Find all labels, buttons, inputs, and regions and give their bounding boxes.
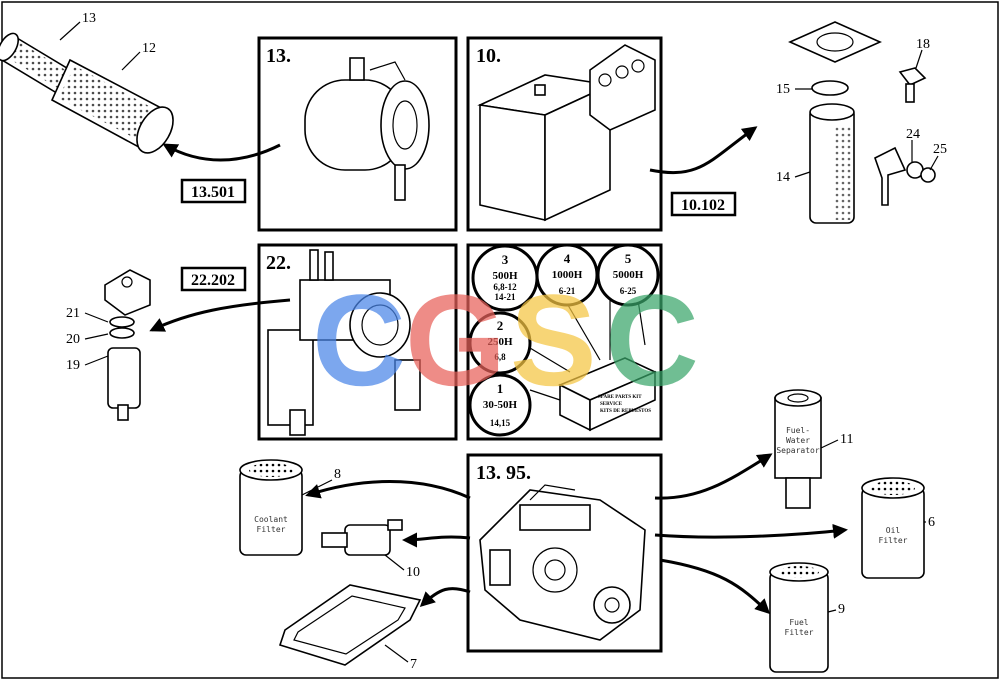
hydraulic-filter-parts-icon: [788, 21, 936, 224]
svg-text:14-21: 14-21: [495, 292, 516, 302]
box-service-kits[interactable]: SPARE PARTS KIT SERVICE KITS DE REPUESTO…: [466, 243, 663, 441]
gasket-icon: [278, 584, 422, 666]
svg-text:20: 20: [66, 332, 80, 347]
fuel-pump-icon: [267, 249, 421, 436]
interval-1: 1 30-50H 14,15: [468, 373, 532, 437]
fuel-filter-parts-icon: [104, 269, 151, 421]
fuel-filter-icon: Fuel Filter: [769, 562, 829, 673]
ref-10-102[interactable]: 10.102: [670, 191, 737, 217]
svg-text:G: G: [405, 267, 506, 413]
svg-text:250H: 250H: [487, 336, 513, 348]
svg-text:13.501: 13.501: [191, 184, 235, 201]
svg-text:30-50H: 30-50H: [483, 399, 518, 411]
svg-text:Filter: Filter: [879, 536, 908, 545]
water-separator-icon: Fuel- Water Separator: [774, 389, 822, 509]
svg-text:1000H: 1000H: [552, 269, 583, 281]
spare-parts-kit-box: SPARE PARTS KIT SERVICE KITS DE REPUESTO…: [558, 357, 657, 432]
svg-text:6,8: 6,8: [494, 352, 506, 362]
box-engine[interactable]: 13. 95.: [466, 453, 663, 653]
svg-text:14: 14: [776, 170, 790, 185]
interval-5: 5 5000H 6-25: [596, 243, 660, 307]
svg-text:Fuel: Fuel: [789, 618, 808, 627]
air-filter-housing-icon: [304, 57, 430, 201]
svg-text:Water: Water: [786, 436, 810, 445]
svg-text:21: 21: [66, 306, 80, 321]
svg-text:Filter: Filter: [257, 525, 286, 534]
interval-2: 2 250H 6,8: [468, 311, 532, 375]
engine-icon: [479, 484, 646, 641]
ref-22-202[interactable]: 22.202: [180, 266, 247, 292]
svg-text:11: 11: [840, 432, 853, 447]
ref-13-501[interactable]: 13.501: [180, 178, 247, 204]
svg-text:6-21: 6-21: [559, 286, 576, 296]
svg-text:6,8-12: 6,8-12: [493, 282, 517, 292]
svg-text:18: 18: [916, 37, 930, 52]
svg-text:Fuel-: Fuel-: [786, 426, 810, 435]
svg-text:10: 10: [406, 565, 420, 580]
svg-text:3: 3: [502, 252, 509, 267]
arrows: [149, 126, 848, 615]
svg-text:4: 4: [564, 251, 571, 266]
svg-text:5: 5: [625, 251, 632, 266]
svg-text:1: 1: [497, 381, 504, 396]
svg-text:6-25: 6-25: [620, 286, 637, 296]
watermark: C G S C: [312, 267, 699, 413]
svg-text:14,15: 14,15: [490, 418, 511, 428]
svg-text:C: C: [312, 267, 406, 413]
coolant-filter-icon: Coolant Filter: [239, 459, 303, 556]
svg-text:19: 19: [66, 358, 80, 373]
svg-text:24: 24: [906, 127, 920, 142]
svg-text:KITS DE REPUESTOS: KITS DE REPUESTOS: [600, 409, 651, 414]
svg-text:6: 6: [928, 515, 935, 530]
svg-text:500H: 500H: [492, 270, 518, 282]
svg-text:SERVICE: SERVICE: [600, 402, 623, 407]
svg-text:15: 15: [776, 82, 790, 97]
svg-text:12: 12: [142, 41, 156, 56]
air-filter-elements-icon: [0, 32, 174, 154]
box-fuel-pump[interactable]: 22.: [257, 243, 458, 441]
box-engine-title: 13. 95.: [476, 462, 531, 484]
svg-text:22.202: 22.202: [191, 272, 235, 289]
svg-text:8: 8: [334, 467, 341, 482]
svg-text:C: C: [605, 267, 699, 413]
svg-text:Filter: Filter: [785, 628, 814, 637]
svg-text:25: 25: [933, 142, 947, 157]
svg-text:S: S: [510, 267, 597, 413]
box-hydraulic-tank-title: 10.: [476, 45, 501, 67]
box-fuel-pump-title: 22.: [266, 252, 291, 274]
svg-text:2: 2: [497, 318, 504, 333]
svg-text:SPARE PARTS KIT: SPARE PARTS KIT: [598, 395, 642, 400]
svg-text:Coolant: Coolant: [254, 515, 288, 524]
hydraulic-tank-icon: [477, 44, 656, 222]
svg-text:10.102: 10.102: [681, 197, 725, 214]
svg-text:Separator: Separator: [776, 446, 820, 455]
svg-text:13: 13: [82, 11, 96, 26]
part-numbers: 13 12 15 18 24 25 14 21 20 19 8 10 7 11 …: [59, 11, 947, 672]
oil-filter-icon: Oil Filter: [861, 477, 925, 579]
svg-text:Oil: Oil: [886, 526, 901, 535]
svg-text:5000H: 5000H: [613, 269, 644, 281]
box-air-filter[interactable]: 13.: [257, 36, 458, 232]
svg-text:7: 7: [410, 657, 417, 672]
box-hydraulic-tank[interactable]: 10.: [466, 36, 663, 232]
inline-fuel-filter-icon: [321, 519, 403, 556]
svg-text:9: 9: [838, 602, 845, 617]
box-air-filter-title: 13.: [266, 45, 291, 67]
